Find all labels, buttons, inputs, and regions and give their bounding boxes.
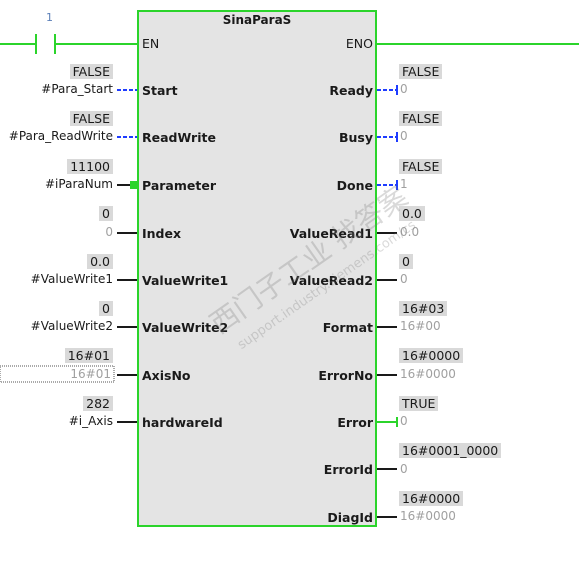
block-title[interactable]: SinaParaS [222, 13, 292, 27]
pin-valueread1: ValueRead1 [289, 226, 373, 241]
pin-errorid: ErrorId [323, 462, 373, 477]
axisno-operand[interactable]: 16#01 [70, 367, 111, 381]
pin-done: Done [336, 178, 373, 193]
pin-valueread2: ValueRead2 [289, 273, 373, 288]
pin-start: Start [142, 83, 178, 98]
pin-ready: Ready [329, 83, 373, 98]
pin-eno: ENO [345, 36, 373, 51]
readwrite-monitor-value: FALSE [69, 111, 113, 126]
valueread2-monitor-value: 0 [399, 254, 413, 269]
pin-en: EN [142, 36, 160, 51]
format-operand[interactable]: 16#00 [400, 319, 441, 333]
errorid-operand[interactable]: 0 [400, 462, 408, 476]
axisno-frame [0, 365, 115, 383]
format-monitor-value: 16#03 [399, 301, 448, 316]
errorno-operand[interactable]: 16#0000 [400, 367, 456, 381]
index-monitor-value: 0 [99, 206, 113, 221]
pin-hardwareid: hardwareId [142, 415, 223, 430]
pin-readwrite: ReadWrite [142, 130, 216, 145]
pin-index: Index [142, 226, 182, 241]
valuewrite1-monitor-value: 0.0 [87, 254, 113, 269]
done-monitor-value: FALSE [399, 159, 443, 174]
rung-number: 1 [46, 11, 53, 24]
pin-valuewrite1: ValueWrite1 [142, 273, 229, 288]
valueread1-monitor-value: 0.0 [399, 206, 425, 221]
diagid-operand[interactable]: 16#0000 [400, 509, 456, 523]
valuewrite2-monitor-value: 0 [99, 301, 113, 316]
axisno-monitor-value: 16#01 [64, 348, 113, 363]
pin-busy: Busy [338, 130, 373, 145]
pin-errorno: ErrorNo [318, 368, 373, 383]
index-operand[interactable]: 0 [105, 225, 113, 239]
error-monitor-value: TRUE [399, 396, 439, 411]
ready-operand[interactable]: 0 [400, 82, 408, 96]
done-operand[interactable]: 1 [400, 177, 408, 191]
errorno-monitor-value: 16#0000 [399, 348, 464, 363]
readwrite-operand[interactable]: #Para_ReadWrite [8, 129, 113, 143]
pin-format: Format [322, 320, 373, 335]
ready-monitor-value: FALSE [399, 64, 443, 79]
error-operand[interactable]: 0 [400, 414, 408, 428]
parameter-marker [130, 181, 138, 189]
pin-diagid: DiagId [327, 510, 373, 525]
start-operand[interactable]: #Para_Start [41, 82, 113, 96]
parameter-operand[interactable]: #iParaNum [45, 177, 113, 191]
valueread1-operand[interactable]: 0.0 [400, 225, 420, 239]
pin-error: Error [337, 415, 373, 430]
function-block[interactable]: SinaParaS [137, 10, 377, 527]
parameter-monitor-value: 11100 [67, 159, 113, 174]
busy-monitor-value: FALSE [399, 111, 443, 126]
valuewrite1-operand[interactable]: #ValueWrite1 [30, 272, 113, 286]
diagid-monitor-value: 16#0000 [399, 491, 464, 506]
hardwareid-monitor-value: 282 [83, 396, 113, 411]
hardwareid-operand[interactable]: #i_Axis [68, 414, 113, 428]
valuewrite2-operand[interactable]: #ValueWrite2 [30, 319, 113, 333]
pin-valuewrite2: ValueWrite2 [142, 320, 229, 335]
pin-axisno: AxisNo [142, 368, 191, 383]
valueread2-operand[interactable]: 0 [400, 272, 408, 286]
start-monitor-value: FALSE [69, 64, 113, 79]
busy-operand[interactable]: 0 [400, 129, 408, 143]
pin-parameter: Parameter [142, 178, 216, 193]
errorid-monitor-value: 16#0001_0000 [399, 443, 502, 458]
